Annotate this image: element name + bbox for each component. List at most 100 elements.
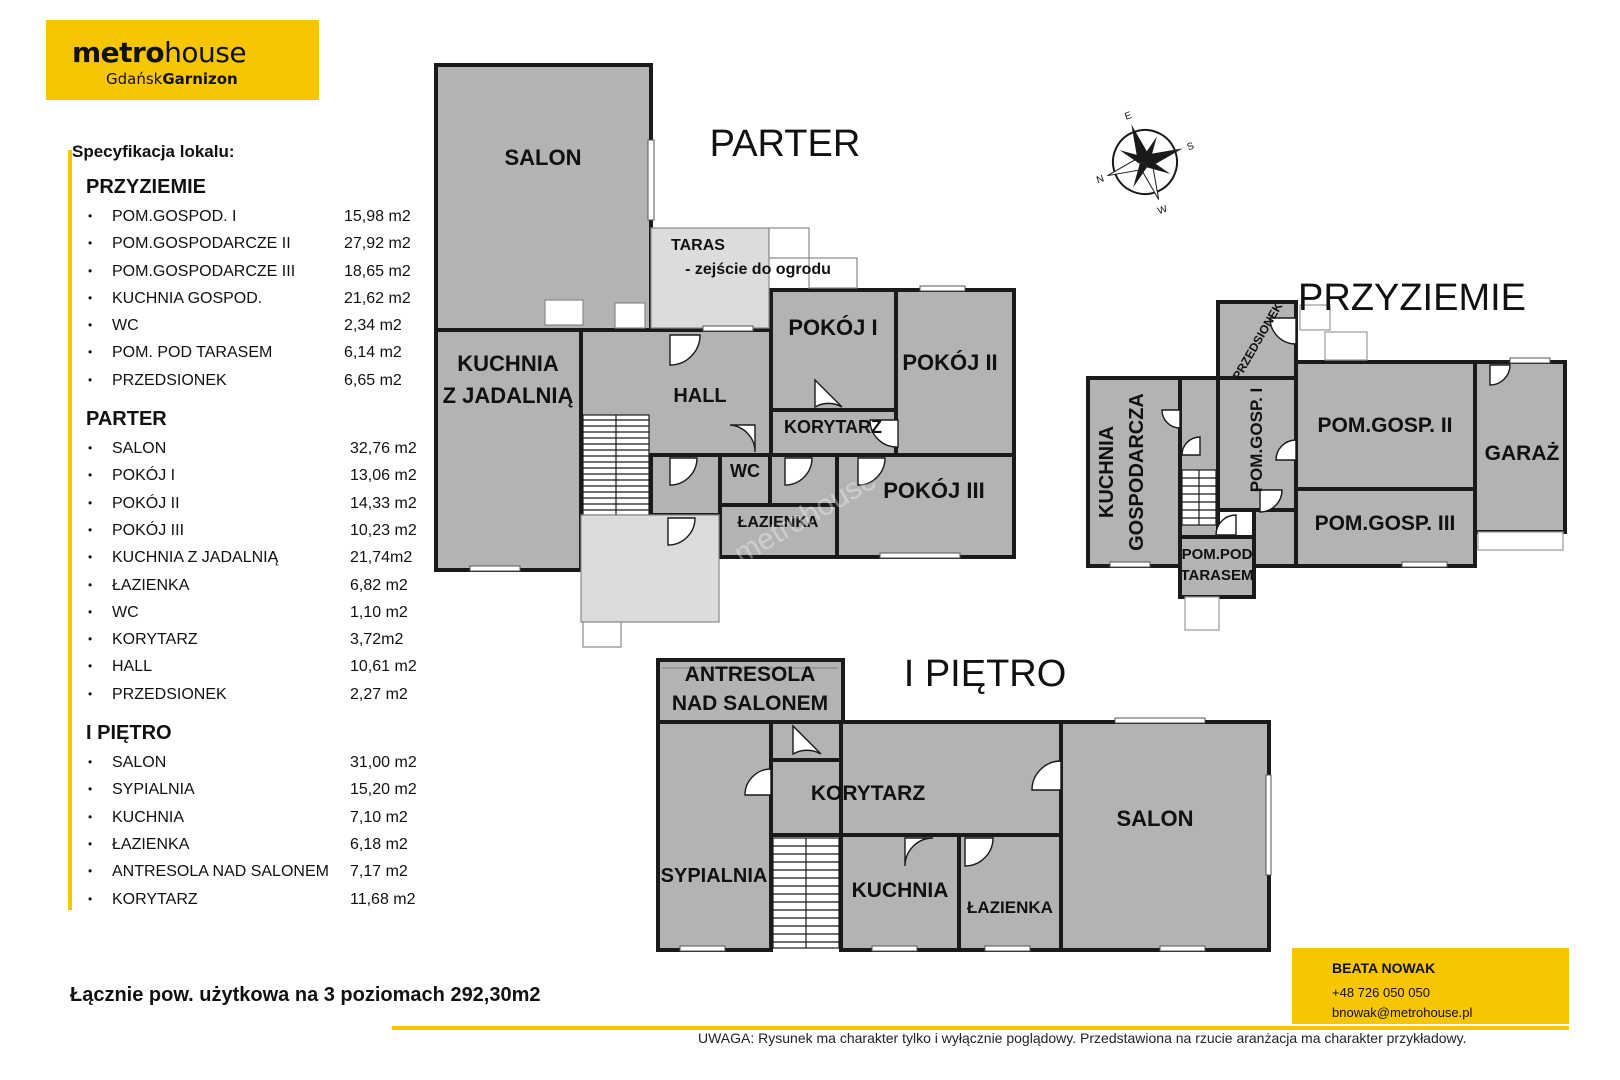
agent-name: BEATA NOWAK	[1332, 960, 1436, 976]
label-kuchnia-pietro: KUCHNIA	[852, 879, 949, 902]
label-kuchnia-gosp-2: GOSPODARCZA	[1126, 393, 1148, 551]
label-korytarz-parter: KORYTARZ	[784, 417, 882, 437]
stairs-parter	[582, 414, 650, 516]
label-gosp-1: POM.GOSP. I	[1247, 388, 1266, 493]
pietro-labels: ANTRESOLA NAD SALONEM KORYTARZ SALON SYP…	[661, 663, 1194, 917]
label-hall: HALL	[673, 385, 726, 407]
spec-item: WC2,34 m2	[88, 312, 432, 339]
room-salon-pietro	[1059, 720, 1271, 952]
label-gosp-3: POM.GOSP. III	[1315, 512, 1456, 535]
label-taras: TARAS	[671, 237, 725, 254]
label-pod-tarasem-1: POM.POD	[1182, 546, 1253, 563]
level-title-pietro: I PIĘTRO	[904, 653, 1067, 695]
label-salon-parter: SALON	[505, 145, 582, 170]
label-korytarz-pietro: KORYTARZ	[811, 782, 925, 805]
compass-label: E	[1123, 110, 1133, 123]
label-pokoj-2: POKÓJ II	[902, 350, 997, 375]
agent-contact-box: BEATA NOWAK +48 726 050 050 bnowak@metro…	[1292, 948, 1569, 1024]
room-pod-tarasem	[1178, 535, 1256, 599]
label-gosp-2: POM.GOSP. II	[1318, 414, 1453, 437]
doors-prz	[1161, 317, 1511, 536]
compass-label: W	[1156, 203, 1169, 217]
spec-panel: Specyfikacja lokalu: PRZYZIEMIE POM.GOSP…	[72, 142, 432, 913]
agent-phone[interactable]: +48 726 050 050	[1332, 985, 1430, 1000]
label-garaz: GARAŻ	[1485, 442, 1560, 465]
label-taras-sub: - zejście do ogrodu	[685, 261, 831, 278]
level-title-parter: PARTER	[710, 123, 861, 165]
label-pokoj-3: POKÓJ III	[883, 478, 984, 503]
footer-accent-line	[392, 1026, 1569, 1030]
logo-office: GdańskGarnizon	[106, 70, 238, 88]
terraces-parter	[544, 227, 858, 648]
logo-wordmark: metrohouse	[72, 36, 247, 69]
label-antresola-1: ANTRESOLA	[685, 663, 816, 686]
spec-list-przyziemie: POM.GOSPOD. I15,98 m2 POM.GOSPODARCZE II…	[72, 203, 432, 394]
label-pod-tarasem-2: TARASEM	[1180, 567, 1253, 584]
spec-item: KUCHNIA GOSPOD.21,62 m2	[88, 285, 432, 312]
agent-email[interactable]: bnowak@metrohouse.pl	[1332, 1005, 1473, 1020]
doors-pietro	[744, 724, 1062, 867]
pietro-plan	[656, 658, 1271, 952]
label-antresola-2: NAD SALONEM	[672, 692, 828, 715]
windows-pietro	[679, 717, 1272, 952]
stairs-prz	[1181, 304, 1564, 631]
label-lazienka-pietro: ŁAZIENKA	[967, 898, 1053, 917]
compass-label: S	[1186, 141, 1196, 154]
doors-parter	[667, 334, 899, 546]
room-salon-parter	[434, 63, 653, 332]
przyziemie-plan	[1086, 300, 1567, 599]
label-pokoj-1: POKÓJ I	[788, 315, 877, 340]
parter-labels: SALON KUCHNIA Z JADALNIĄ HALL POKÓJ I PO…	[443, 145, 998, 531]
spec-section-title: PRZYZIEMIE	[86, 176, 207, 198]
spec-item: POM.GOSPOD. I15,98 m2	[88, 203, 432, 230]
room-sypialnia	[656, 720, 773, 952]
level-title-przyziemie: PRZYZIEMIE	[1298, 277, 1526, 319]
compass-icon: E S W N	[1095, 110, 1196, 217]
disclaimer-note: UWAGA: Rysunek ma charakter tylko i wyłą…	[698, 1030, 1467, 1046]
stairs-pietro	[662, 667, 840, 949]
label-kuchnia-parter: KUCHNIA	[457, 351, 559, 376]
label-wc-parter: WC	[730, 461, 760, 481]
label-kuchnia-gosp-1: KUCHNIA	[1096, 426, 1118, 518]
room-antresola	[656, 658, 845, 724]
label-salon-pietro: SALON	[1117, 806, 1194, 831]
windows-parter	[469, 139, 966, 572]
windows-prz	[1109, 357, 1551, 568]
label-sypialnia: SYPIALNIA	[661, 865, 768, 887]
metrohouse-logo: metrohouse GdańskGarnizon	[46, 20, 319, 100]
label-lazienka-parter: ŁAZIENKA	[738, 514, 819, 531]
spec-section-title: I PIĘTRO	[86, 722, 172, 745]
compass-label: N	[1095, 173, 1106, 186]
room-pokoj-1	[769, 288, 898, 412]
spec-section-title: PARTER	[86, 408, 167, 431]
spec-item: WC1,10 m2	[88, 599, 432, 626]
spec-title: Specyfikacja lokalu:	[72, 142, 235, 161]
total-area: Łącznie pow. użytkowa na 3 poziomach 292…	[70, 984, 541, 1006]
room-kuchnia-z-jadalnia	[434, 328, 583, 572]
room-korytarz-pietro	[839, 720, 1063, 837]
entrance-porch	[580, 514, 720, 623]
room-gosp-3	[1294, 487, 1477, 568]
parter-plan	[434, 63, 1016, 572]
spec-item: POKÓJ I13,06 m2	[88, 462, 432, 489]
